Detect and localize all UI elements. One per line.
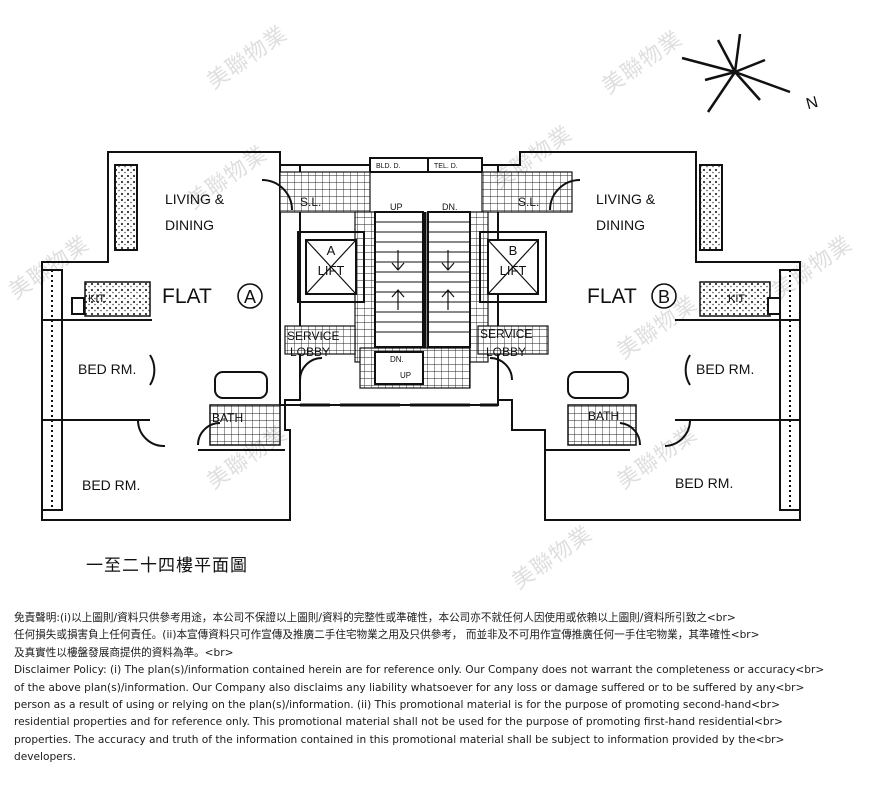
stair-dn-small-label: DN.: [390, 355, 404, 364]
bath-b-label: BATH: [588, 409, 619, 423]
north-label: N: [804, 94, 820, 113]
bed-rm-b2-label: BED RM.: [675, 475, 733, 491]
living-dining-b-label-2: DINING: [596, 217, 645, 233]
flat-b-letter: B: [658, 287, 670, 307]
stair-up-label: UP: [390, 202, 403, 212]
disclaimer: 免責聲明:(i)以上圖則/資料只供參考用途，本公司不保證以上圖則/資料的完整性或…: [14, 610, 864, 767]
service-lobby-b-1: SERVICE: [480, 327, 532, 341]
disclaimer-line: Disclaimer Policy: (i) The plan(s)/infor…: [14, 664, 825, 677]
disclaimer-line: properties. The accuracy and truth of th…: [14, 733, 785, 746]
compass-icon: [681, 33, 791, 113]
disclaimer-line: residential properties and for reference…: [14, 716, 783, 729]
flat-b-label: FLAT: [587, 285, 637, 308]
living-dining-b-label-1: LIVING &: [596, 191, 656, 207]
bath-a-label: BATH: [212, 411, 243, 425]
lift-b-label: LIFT: [500, 263, 527, 278]
flat-a-label: FLAT: [162, 285, 212, 308]
disclaimer-line: 任何損失或損害負上任何責任。(ii)本宣傳資料只可作宣傳及推廣二手住宅物業之用及…: [14, 629, 760, 642]
service-lobby-a-1: SERVICE: [287, 329, 339, 343]
floor-caption: 一至二十四樓平面圖: [86, 556, 248, 576]
flat-a-letter: A: [244, 287, 256, 307]
floor-plan: LIVING & DINING FLAT A KIT. BED RM. BED …: [41, 33, 820, 521]
tel-duct-label: TEL. D.: [434, 163, 458, 170]
sl-a-label: S.L.: [300, 195, 321, 209]
bed-rm-a2-label: BED RM.: [82, 477, 140, 493]
disclaimer-line: 免責聲明:(i)以上圖則/資料只供參考用途，本公司不保證以上圖則/資料的完整性或…: [14, 612, 736, 624]
living-dining-a-label-1: LIVING &: [165, 191, 225, 207]
disclaimer-line: 及真實性以樓盤發展商提供的資料為準。<br>: [14, 646, 234, 659]
lift-b-letter: B: [509, 243, 518, 258]
disclaimer-line: of the above plan(s)/information. Our Co…: [14, 681, 805, 694]
living-dining-a-label-2: DINING: [165, 217, 214, 233]
kit-b-label: KIT.: [728, 293, 747, 305]
flat-b-walls: [497, 151, 801, 521]
bed-rm-a1-label: BED RM.: [78, 361, 136, 377]
disclaimer-line: developers.: [14, 751, 76, 764]
lift-a-letter: A: [327, 243, 336, 258]
sl-b-label: S.L.: [518, 195, 539, 209]
disclaimer-line: person as a result of using or relying o…: [14, 699, 781, 712]
service-lobby-a-2: LOBBY: [290, 345, 330, 359]
kit-a-label: KIT.: [88, 293, 107, 305]
bed-rm-b1-label: BED RM.: [696, 361, 754, 377]
stair-up-small-label: UP: [400, 371, 411, 380]
service-lobby-b-2: LOBBY: [486, 345, 526, 359]
bld-duct-label: BLD. D.: [376, 163, 401, 170]
stair-dn-label: DN.: [442, 202, 458, 212]
lift-a-label: LIFT: [318, 263, 345, 278]
